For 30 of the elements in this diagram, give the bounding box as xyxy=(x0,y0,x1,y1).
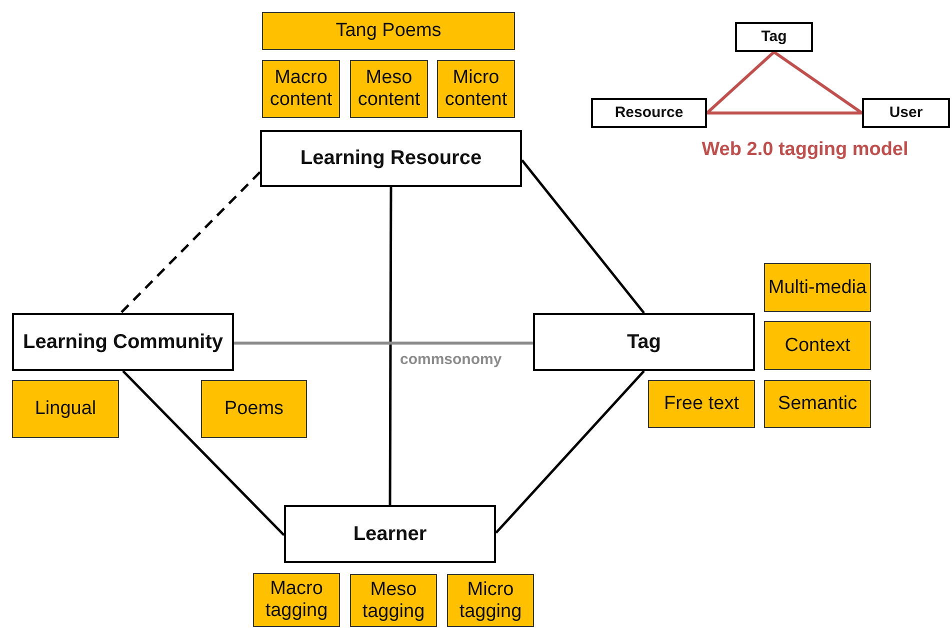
concept-box: Learner xyxy=(284,505,496,563)
connector-line xyxy=(388,187,392,505)
tag-box: Tang Poems xyxy=(262,12,515,50)
connector-line xyxy=(707,112,862,114)
tag-box: Context xyxy=(764,321,871,370)
tag-box: Micro content xyxy=(437,60,515,118)
concept-box: Learning Resource xyxy=(260,130,522,187)
tag-box: Macro tagging xyxy=(253,573,340,627)
connector-line xyxy=(234,342,533,345)
connector-line xyxy=(122,370,285,536)
tag-box: Free text xyxy=(648,380,755,428)
dashed-connector xyxy=(120,171,261,314)
tag-box: Macro content xyxy=(262,60,340,118)
tag-box: Multi-media xyxy=(764,263,871,312)
tag-box: Meso tagging xyxy=(350,574,437,627)
concept-box: Tag xyxy=(533,313,755,371)
tag-box: Micro tagging xyxy=(447,574,534,627)
tag-box: Poems xyxy=(201,380,307,438)
model-box: Resource xyxy=(591,98,707,128)
connector-line xyxy=(495,370,645,534)
model-caption: Web 2.0 tagging model xyxy=(700,138,910,162)
concept-box: Learning Community xyxy=(12,313,234,371)
connector-line xyxy=(706,50,775,114)
model-box: Tag xyxy=(735,22,813,52)
model-box: User xyxy=(862,98,950,128)
tag-box: Lingual xyxy=(12,380,119,438)
connector-line xyxy=(521,159,645,314)
tag-box: Semantic xyxy=(764,380,871,428)
tag-box: Meso content xyxy=(350,60,428,118)
connector-line xyxy=(773,50,863,114)
